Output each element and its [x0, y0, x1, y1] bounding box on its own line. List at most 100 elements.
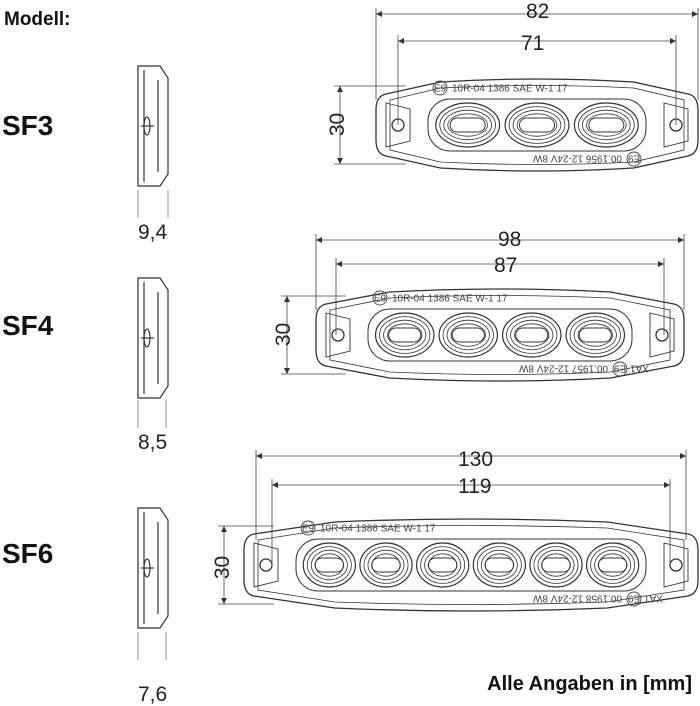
- approval-circle-top-sf6: [300, 520, 316, 536]
- lens-6-ring-4-sf6: [598, 553, 628, 577]
- hole-spacing-sf3: 71: [521, 32, 545, 55]
- lens-2-ring-3-sf4: [446, 319, 490, 351]
- arrow-length-left-sf3: [376, 11, 382, 17]
- lens-4-core-sf6: [484, 557, 515, 573]
- arrow-length-right-sf6: [680, 453, 686, 459]
- housing-inset-sf3: [389, 85, 685, 165]
- lens-1-ring-3-sf4: [383, 319, 427, 351]
- lens-3-ring-2-sf4: [506, 316, 558, 354]
- dimensions-sf6: [218, 450, 687, 605]
- approval-circle-bottom-sf6: [626, 591, 642, 607]
- lens-2-core-sf3: [518, 117, 556, 133]
- marking-bottom-prefix-sf4: XA1: [630, 363, 649, 374]
- lens-5-ring-2-sf6: [533, 546, 579, 584]
- depth-sf6: 7,6: [138, 683, 168, 706]
- lens-frame-sf6: [295, 538, 647, 592]
- housing-outline-sf4: [315, 288, 685, 382]
- lens-3-core-sf3: [588, 117, 625, 133]
- hole-spacing-sf6: 119: [458, 475, 492, 498]
- side-profile-outline-sf6: [137, 507, 169, 629]
- lens-5-core-sf6: [541, 557, 571, 573]
- lens-6-ring-3-sf6: [594, 549, 632, 581]
- arrow-length-left-sf6: [256, 453, 262, 459]
- marking-bottom-prefix-sf6: XA1: [644, 593, 663, 604]
- mount-tab-left-sf6: [253, 542, 279, 588]
- marking-top-group-sf6: E9 10R-04 1386 SAE W-1 17: [300, 520, 436, 536]
- length-overall-sf6: 130: [458, 448, 494, 471]
- lens-3-ring-3-sf4: [510, 319, 554, 351]
- lens-6-ring-1-sf6: [586, 542, 640, 588]
- lens-1-core-sf6: [314, 557, 345, 573]
- approval-mark-bottom-sf6: E9: [627, 593, 640, 604]
- lens-2-ring-1-sf3: [504, 102, 570, 148]
- lens-4-ring-1-sf6: [472, 542, 526, 588]
- approval-mark-top-sf6: E9: [302, 524, 315, 535]
- lens-5-ring-3-sf6: [537, 549, 575, 581]
- arrow-length-right-sf4: [678, 237, 684, 243]
- lens-6-ring-2-sf6: [590, 546, 636, 584]
- length-overall-sf4: 98: [498, 228, 522, 251]
- lens-4-core-sf4: [578, 327, 612, 343]
- model-name-sf3: SF3: [2, 110, 54, 141]
- lens-4-ring-3-sf6: [480, 549, 518, 581]
- lens-2-ring-3-sf6: [367, 549, 405, 581]
- lens-3-core-sf6: [427, 557, 458, 573]
- approval-circle-bottom-sf4: [612, 361, 628, 377]
- lens-3-ring-3-sf3: [582, 109, 631, 141]
- marking-bottom-text-sf6: 00.1958 12-24V 8W: [532, 593, 622, 604]
- lens-4-ring-3-sf4: [573, 319, 617, 351]
- lens-1-core-sf4: [388, 327, 422, 343]
- lens-4-ring-1-sf4: [565, 312, 626, 358]
- mount-tab-right-sf4: [649, 312, 675, 358]
- mount-hole-right-sf6: [669, 558, 683, 572]
- side-view-sf4: [137, 277, 169, 399]
- model-group-sf3: E9 10R-04 1386 SAE W-1 17 00.1956 12-24V 8…: [137, 8, 699, 218]
- lens-3-ring-1-sf3: [573, 102, 639, 148]
- approval-circle-bottom-sf3: [626, 151, 642, 167]
- lens-2-ring-4-sf3: [516, 113, 558, 137]
- approval-circle-top-sf3: [432, 80, 448, 96]
- lens-1-ring-3-sf6: [310, 549, 348, 581]
- lens-3-ring-1-sf6: [415, 542, 470, 588]
- lens-4-ring-2-sf4: [569, 316, 621, 354]
- lens-2-ring-1-sf4: [438, 312, 499, 358]
- arrow-height-top-sf3: [337, 86, 343, 92]
- lens-2-core-sf6: [371, 557, 401, 573]
- lens-2-core-sf4: [451, 327, 485, 343]
- arrow-hole-left-sf4: [336, 261, 342, 267]
- arrow-length-right-sf3: [692, 11, 698, 17]
- marking-top-text-sf4: 10R-04 1386 SAE W-1 17: [392, 294, 508, 305]
- lens-1-ring-3-sf3: [443, 109, 492, 141]
- height-sf4: 30: [272, 322, 296, 347]
- depth-sf4: 8,5: [138, 431, 168, 454]
- lens-1-ring-1-sf3: [435, 102, 501, 148]
- lens-3-ring-4-sf3: [586, 113, 627, 137]
- arrow-height-bottom-sf4: [284, 368, 290, 374]
- lens-3-core-sf4: [515, 327, 549, 343]
- lens-4-ring-2-sf6: [476, 546, 522, 584]
- side-view-sf3: [137, 65, 169, 187]
- arrow-hole-right-sf3: [670, 38, 676, 44]
- marking-bottom-text-sf3: 00.1956 12-24V 8W: [532, 153, 622, 164]
- marking-top-text-sf3: 10R-04 1386 SAE W-1 17: [452, 84, 568, 95]
- height-sf6: 30: [211, 555, 235, 580]
- lens-3-ring-1-sf4: [501, 312, 562, 358]
- lens-2-ring-2-sf6: [363, 546, 409, 584]
- height-sf3: 30: [326, 112, 350, 137]
- lens-2-ring-2-sf4: [442, 316, 494, 354]
- mount-hole-left-sf4: [331, 328, 345, 342]
- lens-2-ring-4-sf4: [450, 323, 486, 347]
- lens-4-ring-4-sf6: [484, 553, 514, 577]
- dimensions-sf3: [334, 8, 699, 165]
- approval-mark-top-sf3: E9: [434, 84, 447, 95]
- side-profile-outline-sf4: [137, 277, 169, 399]
- marking-top-text-sf6: 10R-04 1386 SAE W-1 17: [320, 524, 436, 535]
- depth-sf3: 9,4: [138, 221, 168, 244]
- model-name-sf4: SF4: [2, 310, 54, 341]
- lens-1-ring-2-sf6: [306, 546, 352, 584]
- lens-3-ring-4-sf6: [428, 553, 458, 577]
- side-profile-outline-sf3: [137, 65, 169, 187]
